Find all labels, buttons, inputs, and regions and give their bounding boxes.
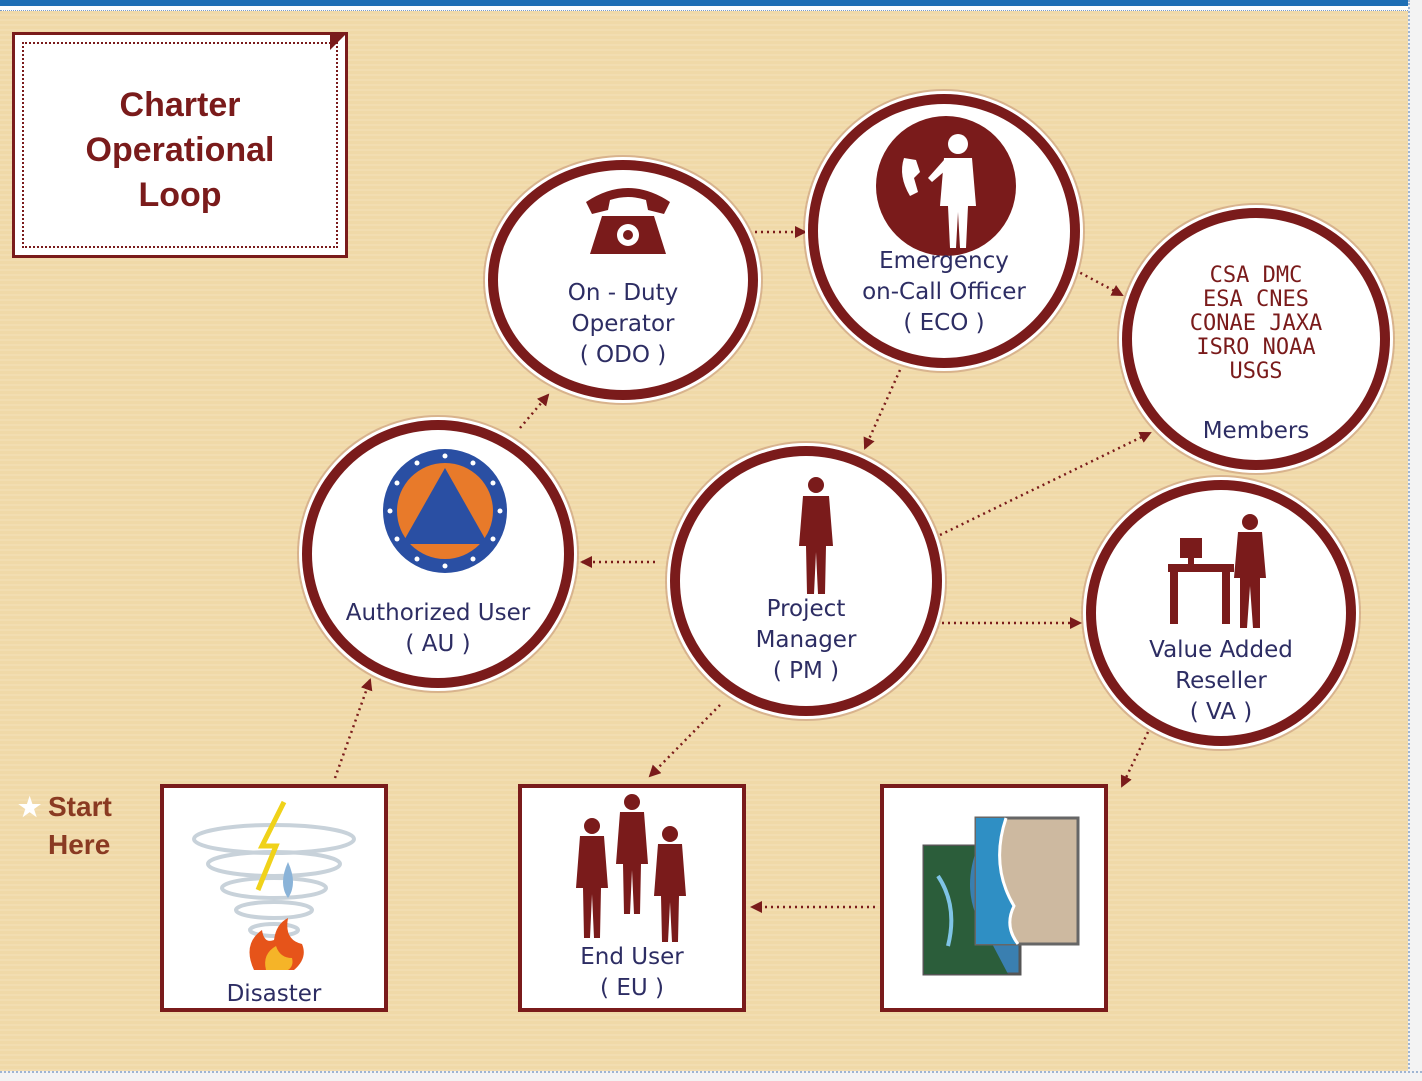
arrow-pm-to-eu [648,704,721,778]
window-right-border [1408,0,1422,1081]
window-top-rule [0,6,1422,11]
person-silhouette-icon [799,477,833,594]
person-on-phone-icon [876,116,1016,256]
pm-label: Project Manager ( PM ) [755,596,857,684]
disaster-label: Disaster [226,981,322,1007]
civil-protection-emblem-icon [383,449,507,573]
node-members: CSA DMC ESA CNES CONAE JAXA ISRO NOAA US… [1122,208,1390,470]
node-au: Authorized User ( AU ) [302,420,574,688]
arrow-va-to-imagery [1120,731,1150,788]
diagram-title: Charter Operational Loop [85,86,275,214]
arrow-disaster-to-au [333,678,373,779]
node-va: Value Added Reseller ( VA ) [1086,480,1356,746]
arrow-au-to-odo [519,393,550,429]
window-bottom-border [0,1071,1422,1081]
arrow-pm-to-members [939,431,1152,537]
node-odo: On - Duty Operator ( ODO ) [488,160,758,400]
window-top-border [0,0,1422,6]
diagram-title-box: Charter Operational Loop [12,32,348,258]
start-here-label: ★ Start Here [18,788,112,864]
members-label: Members [1202,418,1310,444]
node-eco: Emergency on-Call Officer ( ECO ) [808,94,1080,368]
va-label: Value Added Reseller ( VA ) [1149,637,1293,725]
satellite-imagery-icon [922,816,1080,976]
telephone-icon [586,188,670,254]
star-icon: ★ [18,792,42,822]
node-eu: End User ( EU ) [518,784,746,1012]
page-fold-corner [330,32,348,50]
arrow-eco-to-pm [863,369,902,450]
group-of-people-icon [576,794,686,942]
node-pm: Project Manager ( PM ) [670,446,942,716]
au-label: Authorized User ( AU ) [345,600,531,657]
node-disaster: Disaster [160,784,388,1012]
node-imagery [880,784,1108,1012]
eu-label: End User ( EU ) [580,944,684,1001]
odo-label: On - Duty Operator ( ODO ) [567,280,679,368]
person-at-desk-icon [1168,514,1266,628]
members-list: CSA DMC ESA CNES CONAE JAXA ISRO NOAA US… [1189,263,1323,384]
arrow-eco-to-members [1074,268,1124,297]
storm-fire-icon [192,800,356,970]
eco-label: Emergency on-Call Officer ( ECO ) [862,248,1026,336]
